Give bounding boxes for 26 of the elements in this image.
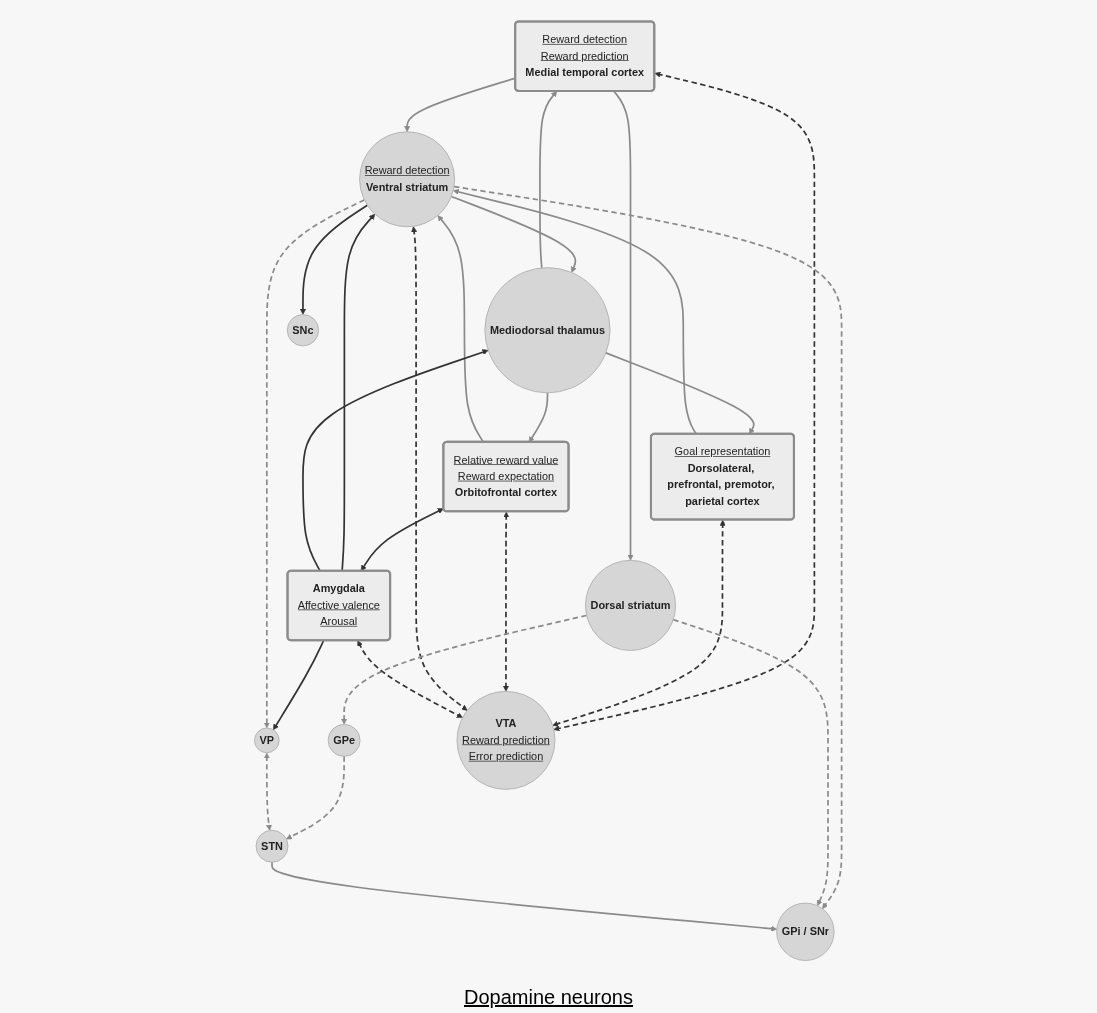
arrow bbox=[503, 511, 510, 692]
node-circle: GPi / SNr bbox=[776, 902, 835, 961]
node-circle: Mediodorsal thalamus bbox=[485, 267, 611, 394]
node-circle: GPe bbox=[328, 724, 361, 757]
arrow bbox=[539, 90, 558, 269]
arrow bbox=[300, 204, 369, 315]
arrow bbox=[453, 185, 843, 909]
node-circle: VP bbox=[254, 727, 280, 754]
arrow bbox=[271, 861, 778, 932]
arrow bbox=[357, 640, 464, 718]
arrow bbox=[264, 199, 366, 729]
arrow bbox=[552, 519, 727, 727]
annotation-text: Dopamine neurons bbox=[464, 986, 633, 1008]
arrow bbox=[613, 90, 634, 561]
arrow bbox=[341, 614, 588, 725]
node-circle: Dorsal striatum bbox=[585, 560, 677, 651]
arrow bbox=[411, 226, 468, 711]
node-circle: SNc bbox=[287, 314, 320, 347]
arrow bbox=[264, 752, 273, 831]
node-circle: Reward detection Ventral striatum bbox=[359, 131, 456, 228]
arrow bbox=[451, 195, 577, 273]
node-circle: VTA Reward prediction Error prediction bbox=[457, 691, 556, 790]
node-circle: STN bbox=[256, 829, 289, 863]
arrow bbox=[672, 618, 830, 906]
arrow bbox=[553, 71, 816, 732]
arrow bbox=[286, 755, 346, 840]
